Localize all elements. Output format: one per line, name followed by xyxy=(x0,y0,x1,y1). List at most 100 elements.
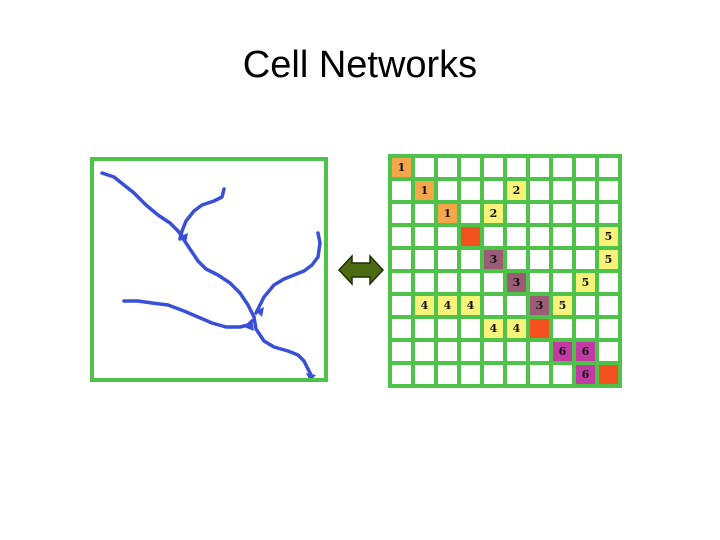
matrix-cell-empty xyxy=(392,319,411,338)
matrix-cell-empty xyxy=(438,342,457,361)
matrix-cell-empty xyxy=(553,365,572,384)
matrix-cell-filled: 2 xyxy=(484,204,503,223)
stream-branch xyxy=(252,315,314,378)
matrix-cell-empty xyxy=(438,250,457,269)
matrix-cell-filled: 3 xyxy=(507,273,526,292)
matrix-cell-empty xyxy=(553,273,572,292)
matrix-cell-empty xyxy=(530,250,549,269)
matrix-cell-empty xyxy=(461,365,480,384)
matrix-cell-empty xyxy=(507,204,526,223)
flow-arrowhead-icon xyxy=(178,233,188,243)
matrix-cell-empty xyxy=(392,296,411,315)
matrix-cell-empty xyxy=(576,296,595,315)
matrix-cell-empty xyxy=(415,204,434,223)
stream-network-panel xyxy=(90,157,328,382)
matrix-cell-empty xyxy=(484,273,503,292)
matrix-cell-filled: 4 xyxy=(507,319,526,338)
matrix-cell-empty xyxy=(599,158,618,177)
matrix-cell-filled: 6 xyxy=(553,342,572,361)
matrix-cell-empty xyxy=(530,365,549,384)
matrix-cell-filled: 4 xyxy=(484,319,503,338)
matrix-cell-filled: 1 xyxy=(392,158,411,177)
matrix-cell-filled: 6 xyxy=(576,342,595,361)
matrix-cell-filled: 4 xyxy=(438,296,457,315)
matrix-cell-empty xyxy=(461,204,480,223)
matrix-cell-empty xyxy=(438,227,457,246)
matrix-cell-empty xyxy=(553,250,572,269)
matrix-cell-empty xyxy=(392,227,411,246)
matrix-cell-empty xyxy=(415,365,434,384)
slide-title: Cell Networks xyxy=(242,44,478,86)
matrix-cell-filled: 5 xyxy=(576,273,595,292)
matrix-cell-empty xyxy=(438,158,457,177)
matrix-cell-empty xyxy=(461,250,480,269)
matrix-cell-empty xyxy=(599,296,618,315)
matrix-cell-empty xyxy=(576,204,595,223)
flow-arrowhead-icon xyxy=(306,373,316,378)
matrix-cell-empty xyxy=(461,158,480,177)
matrix-cell-empty xyxy=(484,296,503,315)
matrix-cell-empty xyxy=(461,273,480,292)
matrix-cell-filled: 4 xyxy=(461,296,480,315)
matrix-cell-empty xyxy=(507,250,526,269)
matrix-cell-empty xyxy=(576,319,595,338)
matrix-cell-empty xyxy=(484,365,503,384)
flow-arrowhead-icon xyxy=(256,307,264,317)
matrix-cell-empty xyxy=(599,319,618,338)
stream-network-drawing xyxy=(100,171,322,378)
matrix-cell-filled: 5 xyxy=(599,227,618,246)
matrix-cell-empty xyxy=(530,273,549,292)
matrix-cell-empty xyxy=(507,365,526,384)
matrix-cell-empty xyxy=(599,342,618,361)
matrix-cell-empty xyxy=(553,181,572,200)
matrix-cell-empty xyxy=(415,342,434,361)
matrix-cell-filled: 4 xyxy=(415,296,434,315)
matrix-cell-empty xyxy=(553,158,572,177)
matrix-cell-filled xyxy=(599,365,618,384)
matrix-cell-empty xyxy=(415,227,434,246)
matrix-cell-empty xyxy=(415,273,434,292)
matrix-cell-empty xyxy=(553,204,572,223)
matrix-cell-filled: 5 xyxy=(599,250,618,269)
matrix-cell-empty xyxy=(484,158,503,177)
matrix-cell-empty xyxy=(392,365,411,384)
matrix-cell-empty xyxy=(415,158,434,177)
matrix-cell-empty xyxy=(415,250,434,269)
matrix-cell-empty xyxy=(461,342,480,361)
matrix-cell-empty xyxy=(576,181,595,200)
matrix-cell-empty xyxy=(438,181,457,200)
double-arrow-icon xyxy=(337,254,385,291)
matrix-cell-filled xyxy=(530,319,549,338)
matrix-cell-filled: 1 xyxy=(438,204,457,223)
matrix-cell-empty xyxy=(438,273,457,292)
matrix-cell-empty xyxy=(415,319,434,338)
stream-branch xyxy=(180,235,256,319)
matrix-cell-empty xyxy=(530,227,549,246)
matrix-cell-empty xyxy=(530,204,549,223)
matrix-cell-empty xyxy=(438,365,457,384)
matrix-cell-empty xyxy=(507,342,526,361)
matrix-cell-empty xyxy=(507,158,526,177)
matrix-cell-empty xyxy=(392,181,411,200)
matrix-cell-empty xyxy=(530,181,549,200)
matrix-cell-empty xyxy=(484,181,503,200)
stream-branch xyxy=(254,231,322,315)
matrix-cell-empty xyxy=(392,250,411,269)
matrix-cell-empty xyxy=(507,296,526,315)
matrix-cell-empty xyxy=(530,158,549,177)
stream-branch xyxy=(178,187,226,241)
matrix-cell-filled: 3 xyxy=(484,250,503,269)
matrix-cell-empty xyxy=(392,204,411,223)
matrix-cell-empty xyxy=(461,181,480,200)
matrix-cell-empty xyxy=(392,273,411,292)
matrix-cell-filled: 2 xyxy=(507,181,526,200)
matrix-cell-empty xyxy=(484,227,503,246)
matrix-cell-empty xyxy=(576,227,595,246)
matrix-cell-empty xyxy=(553,227,572,246)
matrix-cell-empty xyxy=(576,250,595,269)
matrix-cell-filled: 5 xyxy=(553,296,572,315)
matrix-cell-empty xyxy=(599,181,618,200)
matrix-cell-filled: 6 xyxy=(576,365,595,384)
